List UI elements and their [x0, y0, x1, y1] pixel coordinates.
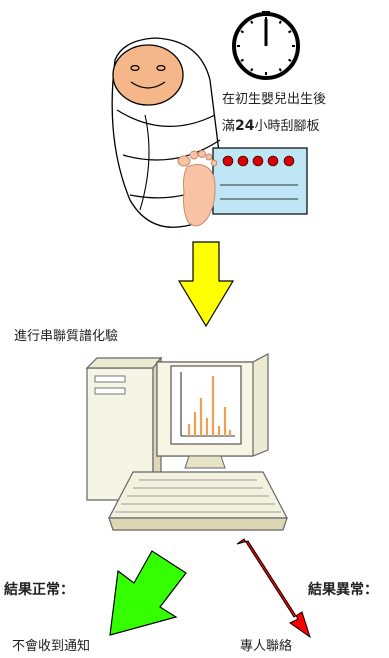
computer-icon — [85, 353, 288, 531]
baby-face — [112, 44, 184, 106]
normal-outcome: 不會收到通知 — [12, 639, 91, 654]
heel-prick-line2: 滿24小時刮腳板 — [222, 118, 320, 135]
abnormal-result-label: 結果異常： — [308, 582, 378, 598]
heel-prick-suffix: 小時刮腳板 — [254, 119, 320, 134]
spectrum-bars — [187, 376, 232, 436]
clock-icon — [232, 11, 300, 80]
abnormal-arrow-icon — [236, 538, 311, 639]
heel-prick-hours: 24 — [235, 118, 255, 134]
normal-arrow-icon — [109, 550, 187, 636]
heel-prick-prefix: 滿 — [222, 119, 236, 134]
footprint-icon — [177, 150, 218, 227]
abnormal-outcome: 專人聯絡 — [240, 639, 293, 654]
heel-prick-line1: 在初生嬰兒出生後 — [222, 92, 327, 107]
normal-result-label: 結果正常： — [4, 582, 74, 598]
blood-spot-card-icon — [212, 147, 308, 215]
lab-test-label: 進行串聯質譜化驗 — [14, 329, 119, 344]
down-arrow-icon — [177, 241, 235, 328]
